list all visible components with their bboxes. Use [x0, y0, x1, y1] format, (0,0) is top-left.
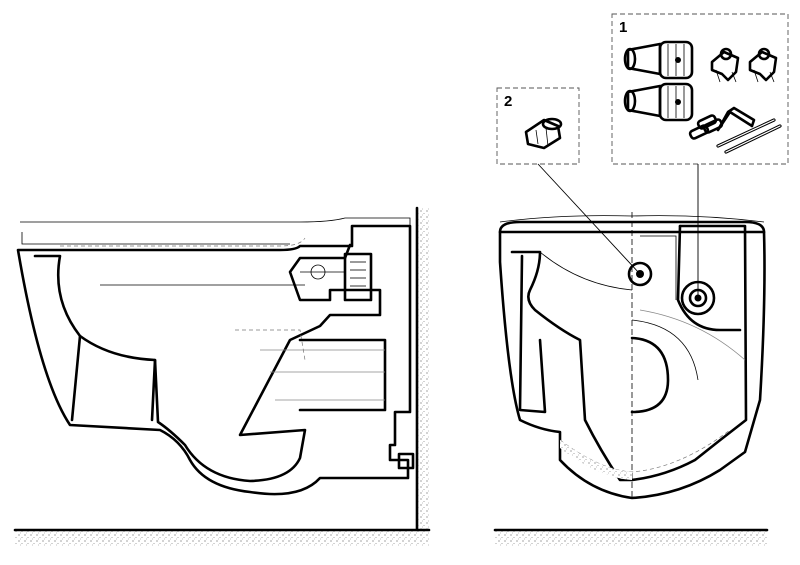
fixing-kit-callout: 1: [611, 13, 789, 298]
bowl-inner: [33, 243, 382, 483]
bracket-icon: [710, 47, 740, 83]
floor-hatch-left: [15, 530, 429, 546]
bowl-front-outer: [498, 230, 766, 500]
sleeve-icon: [688, 114, 724, 140]
flush-connector-icon: [524, 117, 563, 150]
side-section-view: [13, 206, 431, 546]
wall-hatch: [417, 208, 429, 533]
connector-box: [496, 87, 580, 165]
anchor-bolt-icon: [623, 82, 694, 122]
anchor-bolt-icon: [623, 40, 694, 80]
flush-inlet-opening: [627, 261, 653, 287]
wall-bracket-slot: [397, 452, 415, 470]
floor-hatch-right: [495, 530, 767, 546]
fixing-kit-box: [611, 13, 789, 165]
threaded-rod-icon: [716, 118, 782, 154]
front-back-view: [493, 212, 769, 546]
connector-leader: [537, 163, 641, 275]
outlet-pipe: [298, 338, 387, 412]
outlet-opening: [630, 336, 670, 414]
bowl-front-inner: [510, 250, 634, 482]
bracket-icon: [748, 47, 778, 83]
connector-callout: 2: [496, 87, 641, 275]
hex-key-icon: [716, 106, 756, 132]
flush-inlet-fitting: [300, 252, 373, 302]
fixing-kit-number: 1: [619, 19, 627, 36]
connector-number: 2: [504, 93, 512, 110]
bowl-outer: [16, 224, 412, 496]
seat-outline: [20, 217, 411, 238]
